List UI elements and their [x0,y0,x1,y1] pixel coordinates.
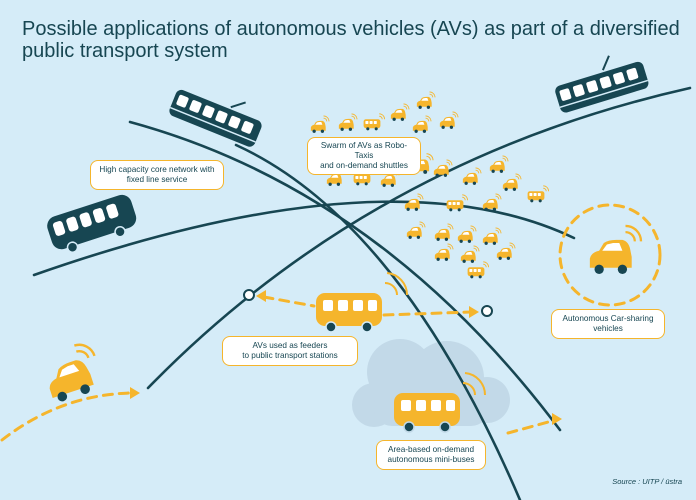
rail-line-4 [234,143,522,500]
title-line-1: Possible applications of autonomous vehi… [22,18,680,40]
arrowhead-car [130,387,140,399]
label-minibuses-line-1: Area-based on-demand [387,445,475,454]
station-left [243,289,255,301]
label-core-network: High capacity core network with fixed li… [90,160,224,190]
title-line-2: public transport system [22,40,228,62]
car-icon [588,224,643,276]
label-robo-taxis: Swarm of AVs as Robo-Taxis and on-demand… [307,137,421,175]
network-lines [32,86,692,500]
label-feeders: AVs used as feeders to public transport … [222,336,358,366]
feeder-route [262,295,472,317]
label-minibuses-line-2: autonomous mini-buses [387,455,475,464]
road-line-1 [32,200,576,277]
rail-line-1 [128,120,562,432]
rail-line-2 [146,86,692,390]
robo-taxi-swarm [310,91,550,279]
tram-icon [169,89,262,147]
arrowheads [130,290,562,425]
car-icon [38,339,107,406]
arrowhead-left [256,290,266,302]
arrowhead-minibus [552,413,562,425]
label-core-network-line-2: fixed line service [126,175,188,184]
source-credit: Source : UITP / üstra [612,477,682,486]
label-minibuses: Area-based on-demand autonomous mini-bus… [376,440,486,470]
minibus-route [506,419,554,435]
minibus-icon [316,272,409,333]
bus-icon [47,194,137,253]
label-car-sharing: Autonomous Car-sharing vehicles [551,309,665,339]
tram-icon [555,55,649,113]
car-sharing-loop [558,203,662,307]
label-feeders-line-2: to public transport stations [242,351,338,360]
label-core-network-line-1: High capacity core network with [99,165,215,174]
car-route [0,391,132,442]
station-right [481,305,493,317]
label-robo-taxis-line-2: and on-demand shuttles [320,161,408,170]
arrowhead-right [469,306,479,318]
minibus-icon [394,372,487,433]
label-feeders-line-1: AVs used as feeders [252,341,328,350]
label-robo-taxis-line-1: Swarm of AVs as Robo-Taxis [320,141,408,160]
dashed-routes [0,203,662,442]
page-title: Possible applications of autonomous vehi… [22,18,682,62]
label-car-sharing-line-2: vehicles [593,324,623,333]
label-car-sharing-line-1: Autonomous Car-sharing [562,314,654,323]
